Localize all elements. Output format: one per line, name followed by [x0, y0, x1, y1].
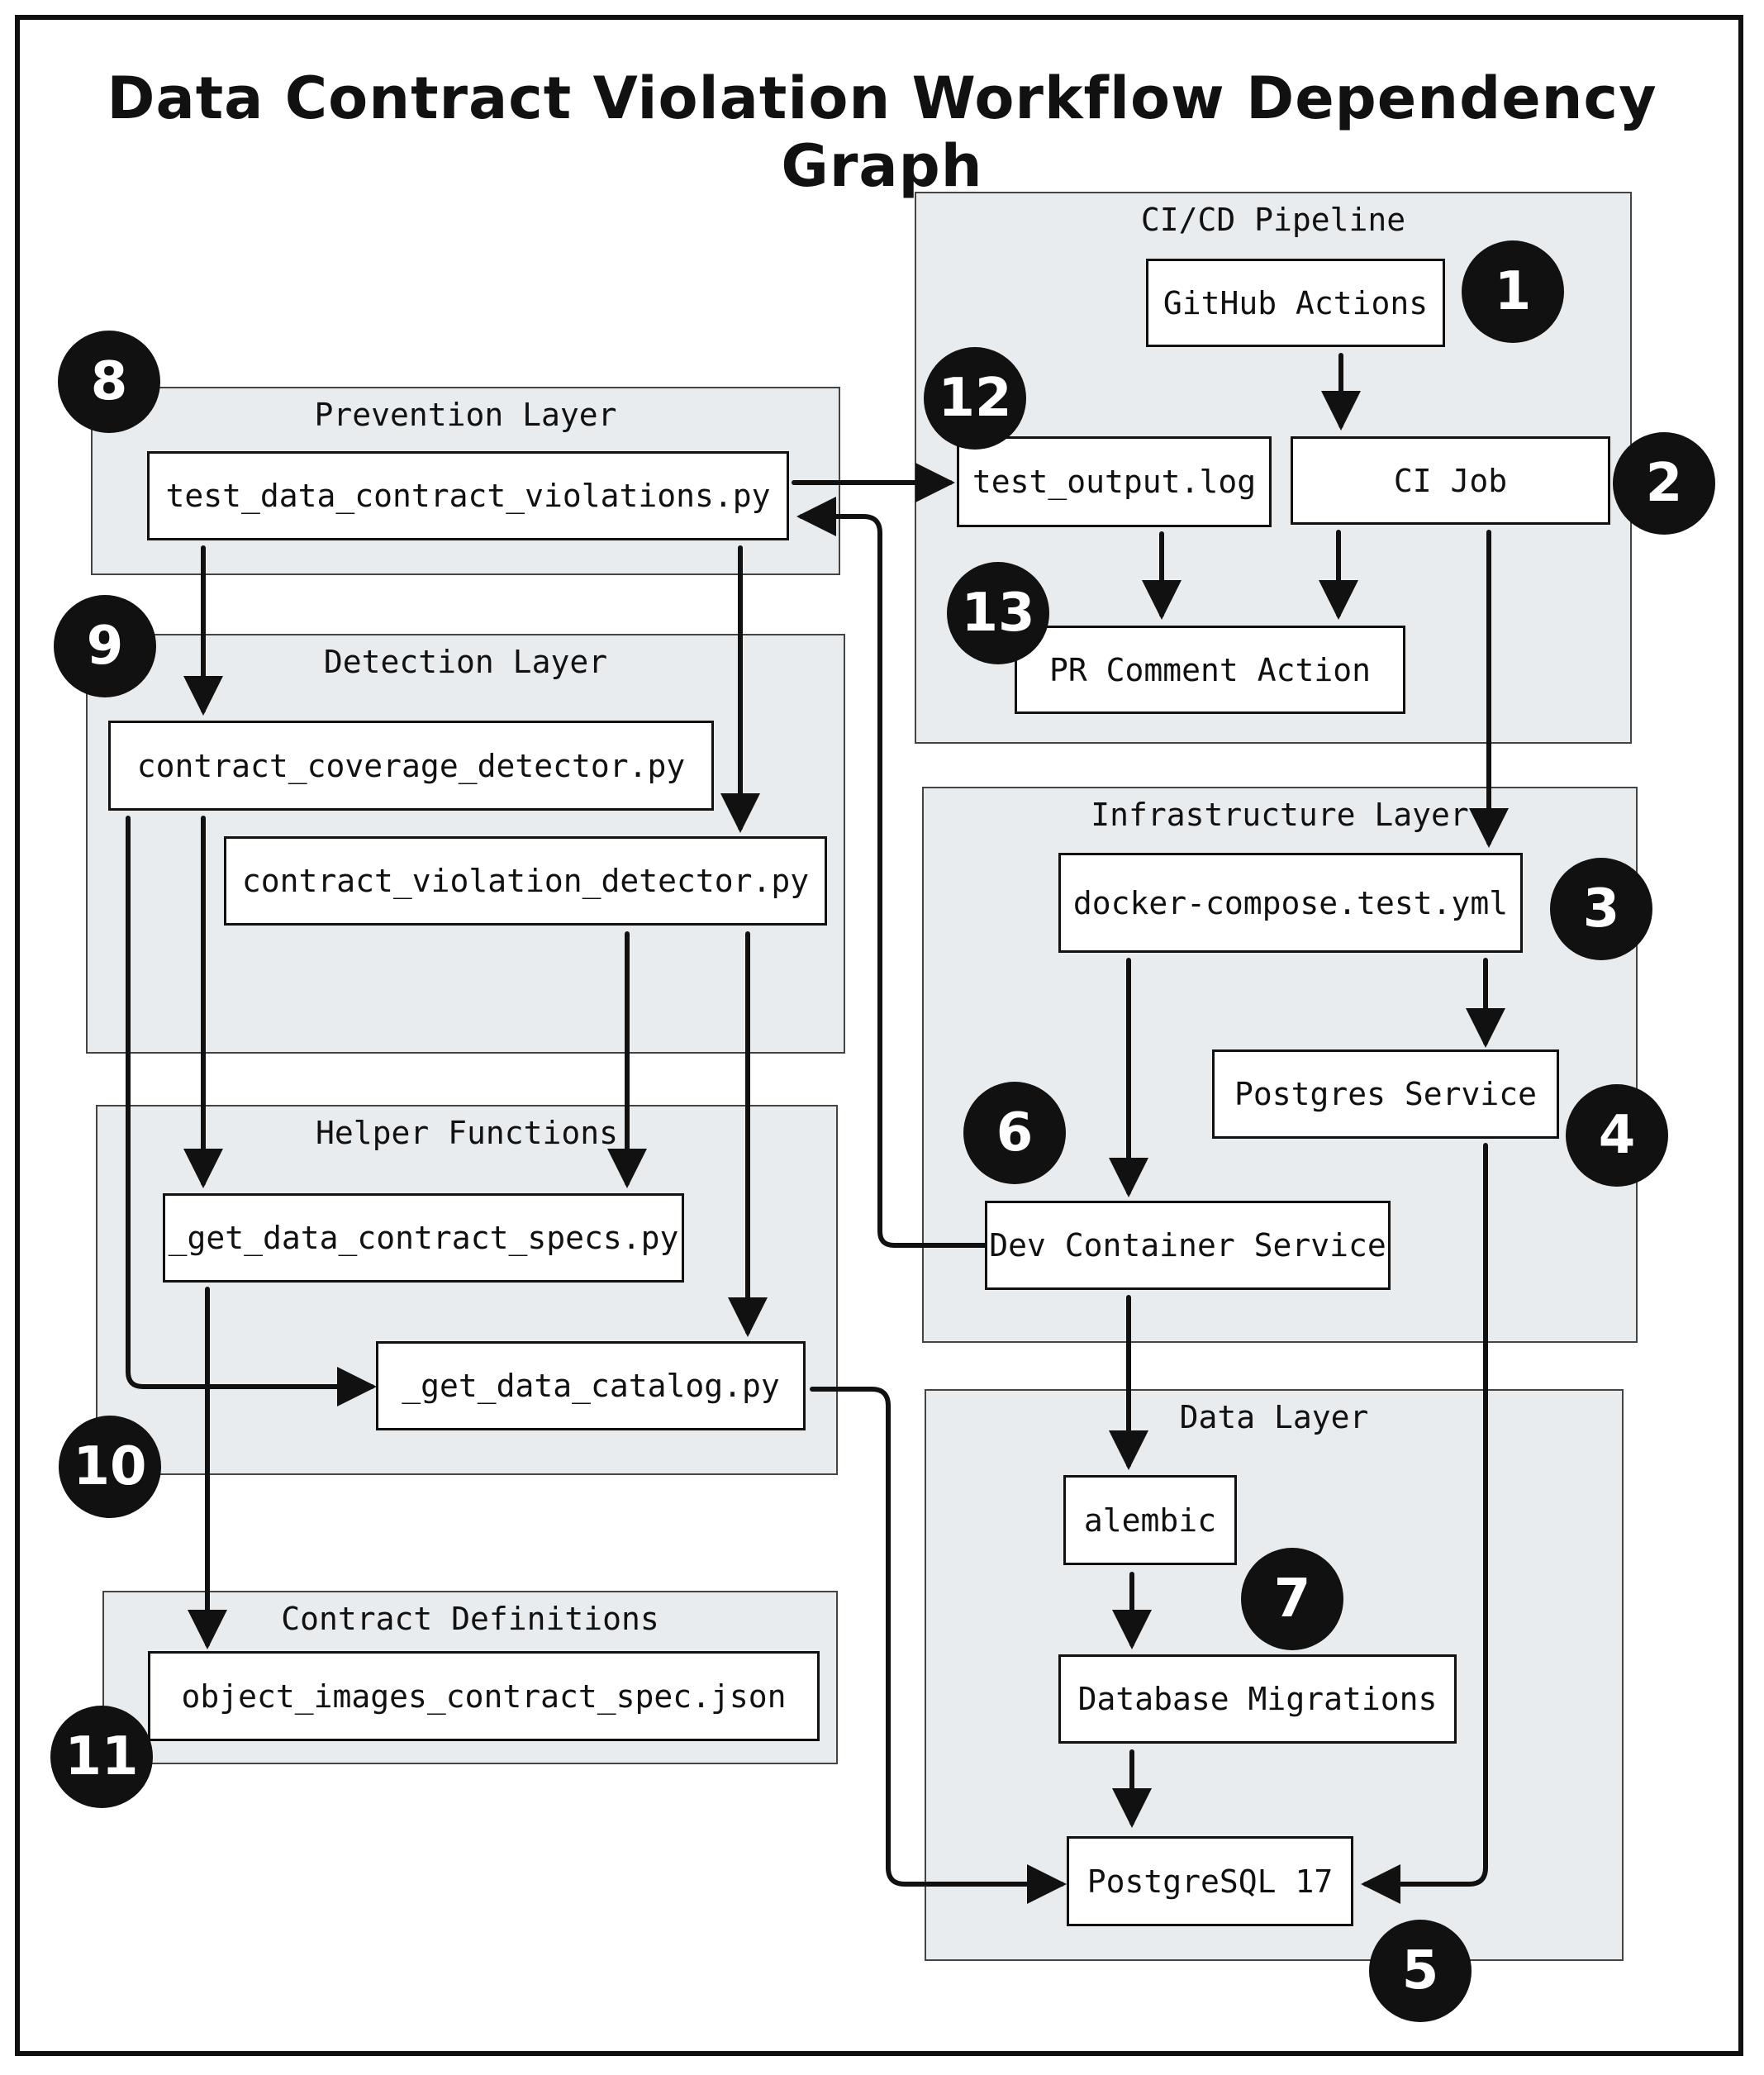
group-label-helpers: Helper Functions — [315, 1115, 619, 1151]
node-dev-container-service[interactable]: Dev Container Service — [985, 1201, 1391, 1290]
diagram-title: Data Contract Violation Workflow Depende… — [107, 64, 1657, 200]
node-database-migrations[interactable]: Database Migrations — [1058, 1654, 1457, 1744]
node-test-output-log[interactable]: test_output.log — [957, 436, 1272, 527]
group-label-contracts: Contract Definitions — [281, 1601, 659, 1637]
group-label-cicd: CI/CD Pipeline — [1140, 202, 1406, 238]
edge-devcontainer-to-tests — [796, 497, 987, 1248]
badge-6: 6 — [963, 1082, 1066, 1184]
node-ci-job[interactable]: CI Job — [1291, 436, 1610, 525]
edge-catalog-to-postgresql — [810, 1387, 1067, 1904]
badge-4: 4 — [1566, 1084, 1668, 1187]
badge-12: 12 — [924, 347, 1026, 450]
badge-2: 2 — [1613, 432, 1715, 535]
node-postgres-service[interactable]: Postgres Service — [1212, 1049, 1559, 1139]
node-alembic[interactable]: alembic — [1063, 1475, 1237, 1565]
badge-7: 7 — [1241, 1548, 1343, 1650]
badge-5: 5 — [1369, 1920, 1472, 2022]
group-label-infra: Infrastructure Layer — [1091, 797, 1469, 833]
node-postgresql-17[interactable]: PostgreSQL 17 — [1067, 1836, 1353, 1926]
group-label-prevention: Prevention Layer — [314, 397, 617, 433]
badge-9: 9 — [54, 595, 156, 697]
group-label-detection: Detection Layer — [323, 644, 608, 680]
node-github-actions[interactable]: GitHub Actions — [1146, 259, 1445, 347]
node-contract-coverage-detector[interactable]: contract_coverage_detector.py — [108, 721, 714, 811]
badge-11: 11 — [50, 1706, 153, 1808]
node-get-data-contract-specs[interactable]: _get_data_contract_specs.py — [163, 1193, 684, 1283]
badge-1: 1 — [1462, 240, 1564, 343]
node-contract-violation-detector[interactable]: contract_violation_detector.py — [224, 836, 827, 926]
edge-postgresservice-to-postgresql — [1361, 1143, 1488, 1904]
badge-13: 13 — [947, 562, 1049, 664]
badge-10: 10 — [59, 1416, 161, 1518]
node-test-data-contract-violations[interactable]: test_data_contract_violations.py — [147, 451, 789, 540]
badge-8: 8 — [58, 331, 160, 433]
node-get-data-catalog[interactable]: _get_data_catalog.py — [376, 1341, 806, 1430]
node-docker-compose-test[interactable]: docker-compose.test.yml — [1058, 853, 1523, 953]
group-label-data: Data Layer — [1179, 1399, 1369, 1435]
edge-coverage-to-catalog — [126, 816, 377, 1406]
badge-3: 3 — [1550, 858, 1652, 960]
node-pr-comment-action[interactable]: PR Comment Action — [1015, 626, 1405, 714]
node-object-images-contract-spec[interactable]: object_images_contract_spec.json — [148, 1651, 820, 1741]
